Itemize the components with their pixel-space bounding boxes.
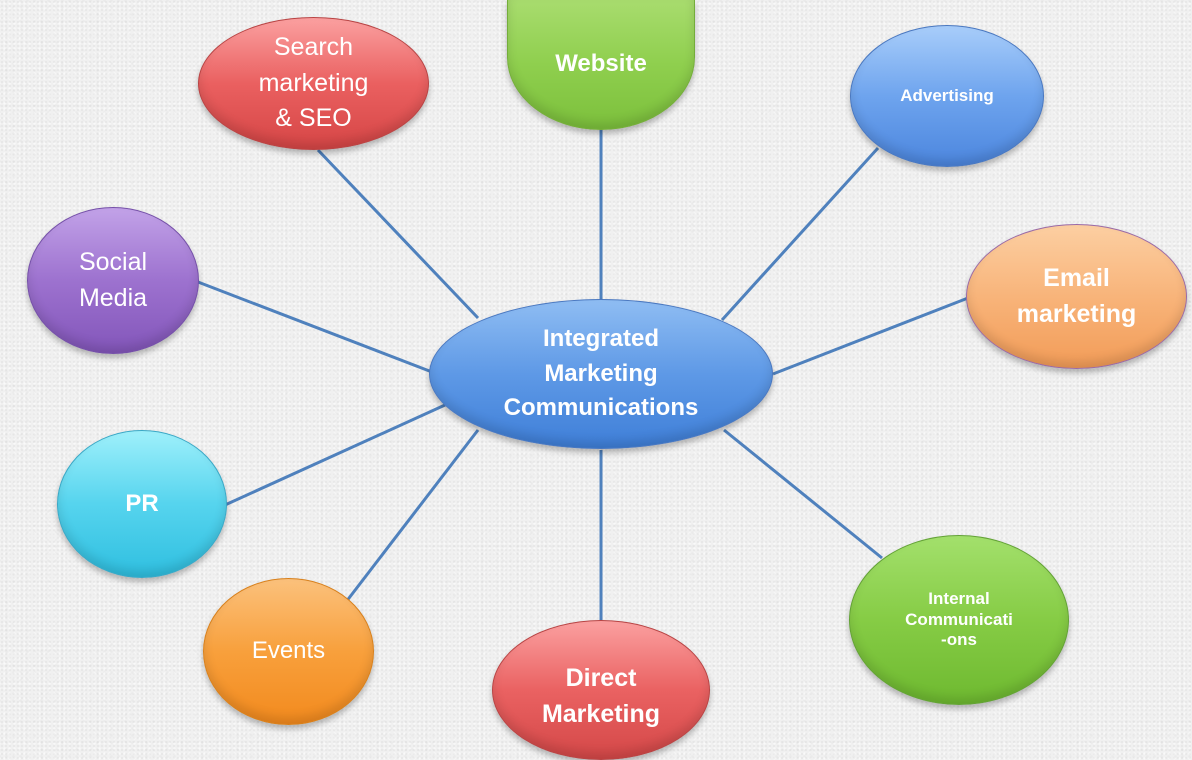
connector-search — [316, 148, 480, 320]
node-label-website: Website — [555, 50, 647, 78]
node-internal-communications: Internal Communicati -ons — [849, 535, 1069, 705]
node-label-pr: PR — [125, 489, 159, 517]
connector-advertising — [720, 146, 880, 322]
node-label-search-marketing-seo: Search marketing & SEO — [258, 33, 369, 133]
node-label-events: Events — [251, 637, 326, 665]
connector-social — [197, 280, 433, 374]
node-search-marketing-seo: Search marketing & SEO — [198, 17, 429, 150]
node-events: Events — [203, 578, 374, 725]
node-label-center: Integrated Marketing Communications — [503, 324, 699, 422]
connector-lines — [197, 128, 969, 620]
node-label-advertising: Advertising — [900, 85, 994, 105]
node-label-email-marketing: Email marketing — [1016, 264, 1137, 328]
connector-pr — [224, 403, 446, 507]
node-label-internal-communications: Internal Communicati -ons — [905, 589, 1013, 650]
connector-email — [772, 296, 969, 376]
connector-events — [344, 429, 480, 603]
node-label-direct-marketing: Direct Marketing — [541, 664, 661, 728]
node-pr: PR — [57, 430, 227, 578]
connector-internal — [723, 428, 883, 560]
node-direct-marketing: Direct Marketing — [492, 620, 710, 760]
node-email-marketing: Email marketing — [966, 224, 1187, 369]
node-integrated-marketing-communications: Integrated Marketing Communications — [429, 299, 773, 449]
node-advertising: Advertising — [850, 25, 1044, 167]
node-social-media: Social Media — [27, 207, 199, 354]
node-website: Website — [507, 0, 695, 130]
node-label-social-media: Social Media — [78, 248, 148, 312]
